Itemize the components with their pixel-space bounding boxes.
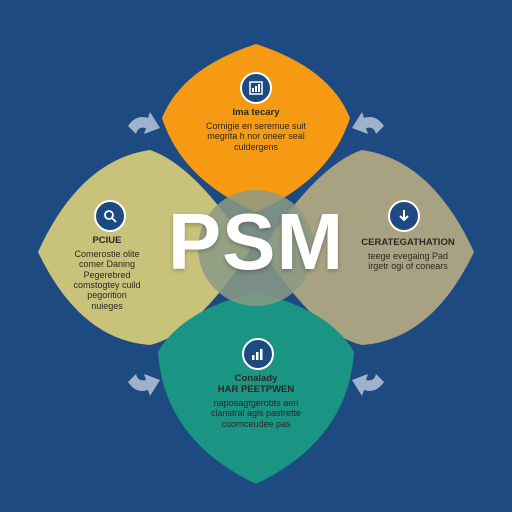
petal-left-line: nuieges: [91, 300, 123, 311]
petal-left-line: Pegerebred: [83, 269, 131, 280]
petal-top: [162, 44, 350, 212]
download-arrow-icon: [388, 200, 420, 232]
center-circle: [198, 190, 314, 306]
petal-left: [38, 150, 250, 345]
petal-bottom-subtitle: HAR PEETPWEN: [217, 383, 295, 395]
petal-top-text: Ima tecary Cornigie en seremue suit megr…: [186, 107, 326, 152]
petal-bottom-line: naposagtgerobts aen: [213, 397, 299, 408]
petal-left-line: comstogtey cuild: [73, 279, 141, 290]
arrow-bottom-right: [352, 374, 384, 396]
petal-bottom-title: Conalady: [234, 373, 278, 384]
petal-top-line: Cornigie en seremue suit: [205, 120, 307, 131]
document-chart-icon: [240, 72, 272, 104]
petal-right-line: teege evegaing Pad: [367, 250, 449, 261]
arrows: [128, 112, 384, 396]
petal-bottom: [158, 292, 354, 484]
petal-left-line: comer Daning: [78, 259, 136, 270]
petal-top-line: culdergens: [233, 141, 279, 152]
petal-bottom-line: clanstral agis pastrette: [210, 408, 302, 419]
petal-left-title: PCIUE: [92, 235, 122, 246]
petal-left-line: Comerostie olite: [74, 248, 140, 259]
petal-left-text: PCIUE Comerostie olite comer Daning Pege…: [52, 235, 162, 311]
petal-right-line: irgetr ogi of conears: [368, 261, 448, 272]
petal-top-line: megrita h nor oneer seal: [207, 131, 305, 142]
petal-left-line: pegorition: [87, 290, 127, 301]
magnifier-icon: [94, 200, 126, 232]
center-title: PSM: [167, 197, 345, 286]
petal-right: [262, 150, 474, 345]
petal-top-title: Ima tecary: [232, 107, 280, 118]
arrow-top-right: [352, 112, 384, 134]
arrow-bottom-left: [128, 374, 160, 396]
petal-right-text: CERATEGATHATION teege evegaing Pad irget…: [352, 237, 464, 272]
petal-bottom-line: cuornceudee pas: [221, 418, 291, 429]
petal-bottom-text: Conalady HAR PEETPWEN naposagtgerobts ae…: [186, 373, 326, 429]
arrow-top-left: [128, 112, 160, 134]
bar-chart-icon: [242, 338, 274, 370]
petal-right-title: CERATEGATHATION: [361, 237, 455, 248]
